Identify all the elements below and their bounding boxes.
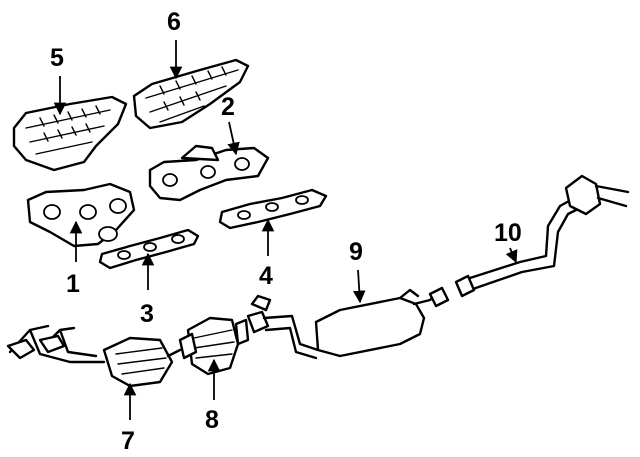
callout-7: 7: [121, 427, 135, 455]
manifold-gasket-right: [218, 188, 328, 230]
callout-10: 10: [494, 219, 522, 247]
manifold-gasket-left: [98, 228, 200, 270]
callout-2: 2: [221, 93, 235, 121]
callout-6: 6: [167, 8, 181, 36]
muffler-assembly: [246, 286, 450, 360]
callout-9: 9: [349, 238, 363, 266]
catalytic-converter: [178, 316, 250, 376]
callout-4: 4: [259, 262, 273, 290]
callout-1: 1: [66, 270, 80, 298]
callout-3: 3: [140, 300, 154, 328]
heat-shield-right: [132, 58, 250, 130]
exhaust-manifold-left: [26, 182, 136, 248]
leader-lines: [53, 40, 518, 420]
callout-5: 5: [50, 44, 64, 72]
catalytic-converter-front-pipe: [6, 324, 182, 388]
tailpipe: [454, 174, 630, 298]
callout-8: 8: [205, 406, 219, 434]
heat-shield-left: [12, 95, 128, 172]
exhaust-manifold-right: [148, 144, 270, 202]
